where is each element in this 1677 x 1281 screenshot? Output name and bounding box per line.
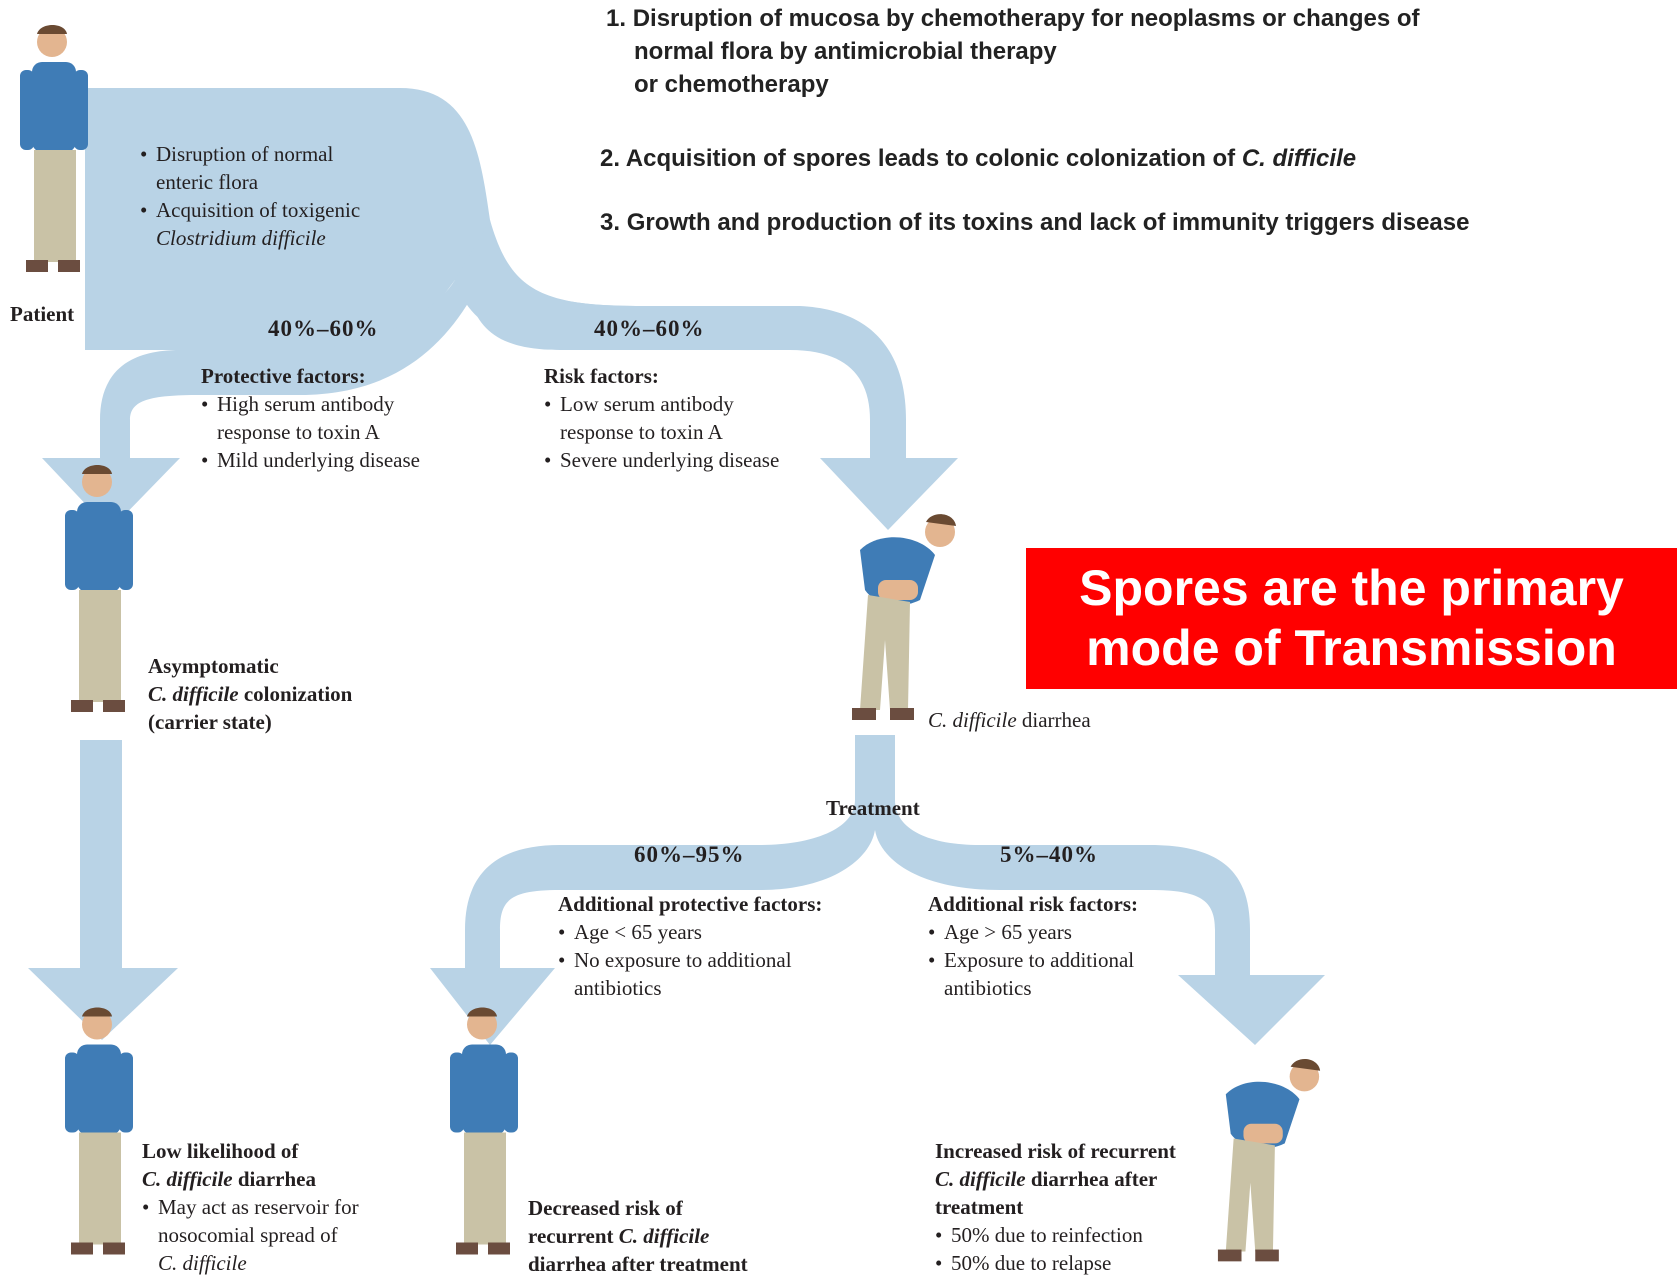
protective-factors: Protective factors: High serum antibody …	[201, 362, 420, 474]
low-likelihood-outcome: Low likelihood of C. difficile diarrhea …	[142, 1137, 359, 1277]
additional-risk-item-2: Exposure to additional	[944, 948, 1134, 972]
arrow-right-branch	[455, 220, 958, 530]
diarrhea-label-italic: C. difficile	[928, 708, 1017, 732]
arrow-treatment-stem	[430, 735, 1325, 1045]
protective-item-1-cont: response to toxin A	[217, 420, 380, 444]
carrier-standing-figure	[65, 465, 133, 712]
increased-line-2-rest: diarrhea after	[1030, 1167, 1158, 1191]
carrier-line-2-rest: colonization	[243, 682, 353, 706]
step-3: 3. Growth and production of its toxins a…	[600, 209, 1470, 236]
additional-risk-item-1: Age > 65 years	[944, 920, 1072, 944]
callout-line-1: Spores are the primary	[1079, 560, 1624, 616]
pct-risk: 40%–60%	[594, 316, 705, 341]
additional-risk-factors: Additional risk factors: Age > 65 years …	[928, 890, 1138, 1002]
decreased-risk-standing-figure	[450, 1007, 518, 1255]
low-likelihood-item-cont: nosocomial spread of	[158, 1223, 338, 1247]
initial-event-2: Acquisition of toxigenic	[140, 196, 360, 224]
decreased-line-3: diarrhea after treatment	[528, 1252, 748, 1276]
carrier-outcome: Asymptomatic C. difficile colonization (…	[148, 652, 352, 736]
treatment-label: Treatment	[826, 796, 920, 820]
low-likelihood-item-cont-2: C. difficile	[158, 1251, 247, 1275]
patient-label: Patient	[10, 302, 75, 326]
decreased-line-2-pre: recurrent	[528, 1224, 614, 1248]
additional-protective-item-2: No exposure to additional	[574, 948, 792, 972]
increased-line-2-italic: C. difficile	[935, 1167, 1026, 1191]
protective-factors-title: Protective factors:	[201, 364, 366, 388]
carrier-line-1: Asymptomatic	[148, 654, 279, 678]
arrow-carrier-down	[28, 740, 178, 1040]
risk-factors: Risk factors: Low serum antibody respons…	[544, 362, 779, 474]
protective-item-1: High serum antibody	[217, 392, 394, 416]
low-likelihood-line-1: Low likelihood of	[142, 1139, 299, 1163]
low-likelihood-item: May act as reservoir for	[158, 1195, 359, 1219]
additional-protective-item-2-cont: antibiotics	[574, 976, 662, 1000]
increased-line-1: Increased risk of recurrent	[935, 1139, 1176, 1163]
pct-treatment-success: 60%–95%	[634, 842, 745, 867]
step-2: 2. Acquisition of spores leads to coloni…	[600, 145, 1357, 172]
decreased-risk-outcome: Decreased risk of recurrent C. difficile…	[528, 1194, 748, 1278]
initial-event-2-cont: Clostridium difficile	[156, 226, 326, 250]
increased-item-2: 50% due to relapse	[951, 1251, 1111, 1275]
carrier-line-3: (carrier state)	[148, 710, 272, 734]
increased-item-1: 50% due to reinfection	[951, 1223, 1143, 1247]
protective-item-2: Mild underlying disease	[217, 448, 420, 472]
arrow-left-branch	[42, 280, 470, 530]
additional-risk-title: Additional risk factors:	[928, 892, 1138, 916]
carrier-line-2-italic: C. difficile	[148, 682, 239, 706]
callout-line-2: mode of Transmission	[1086, 620, 1617, 676]
pct-treatment-recurrence: 5%–40%	[1000, 842, 1098, 867]
risk-factors-title: Risk factors:	[544, 364, 659, 388]
low-likelihood-standing-figure	[65, 1007, 133, 1255]
risk-item-1-cont: response to toxin A	[560, 420, 723, 444]
decreased-line-2-italic: C. difficile	[618, 1224, 710, 1248]
decreased-line-1: Decreased risk of	[528, 1196, 683, 1220]
additional-protective-factors: Additional protective factors: Age < 65 …	[558, 890, 822, 1002]
initial-event-1: Disruption of normal	[140, 140, 333, 168]
risk-item-1: Low serum antibody	[560, 392, 734, 416]
low-likelihood-line-2-italic: C. difficile	[142, 1167, 233, 1191]
transmission-callout: Spores are the primary mode of Transmiss…	[1026, 548, 1677, 689]
patient-standing-figure	[20, 25, 88, 272]
additional-protective-title: Additional protective factors:	[558, 892, 823, 916]
step-1: 1. Disruption of mucosa by chemotherapy …	[606, 5, 1420, 98]
pct-protective: 40%–60%	[268, 316, 379, 341]
initial-event-1-cont: enteric flora	[156, 170, 259, 194]
risk-item-2: Severe underlying disease	[560, 448, 779, 472]
increased-risk-outcome: Increased risk of recurrent C. difficile…	[935, 1137, 1176, 1277]
increased-line-3: treatment	[935, 1195, 1024, 1219]
diarrhea-bent-figure	[852, 514, 956, 720]
diarrhea-label: C. difficile diarrhea	[928, 706, 1091, 734]
diarrhea-label-rest: diarrhea	[1021, 708, 1091, 732]
low-likelihood-line-2-rest: diarrhea	[237, 1167, 316, 1191]
additional-protective-item-1: Age < 65 years	[574, 920, 702, 944]
additional-risk-item-2-cont: antibiotics	[944, 976, 1032, 1000]
recurrence-bent-figure	[1217, 1059, 1321, 1262]
